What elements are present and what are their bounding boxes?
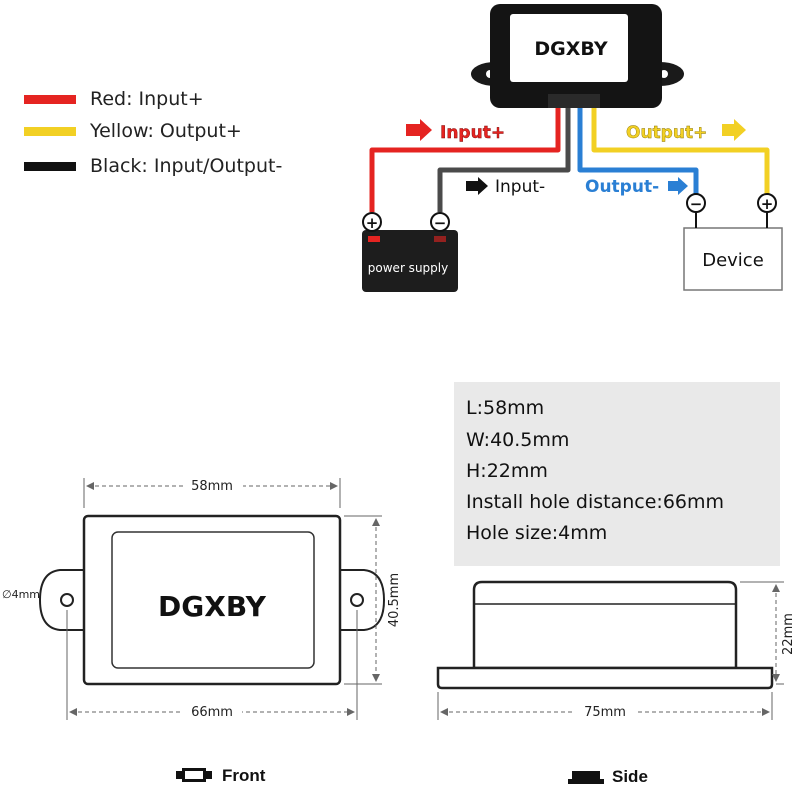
battery-plus-terminal-icon: + [362, 212, 382, 232]
yellow-swatch [24, 126, 76, 136]
wires [369, 108, 770, 212]
spec-hole-distance: Install hole distance:66mm [466, 491, 725, 513]
side-view-icon [568, 771, 604, 784]
output-plus-label: Output+ [626, 123, 707, 143]
side-view-label: Side [612, 767, 648, 786]
front-distance-dim: 66mm [191, 705, 233, 720]
right-mount-hole [350, 593, 364, 607]
spec-hole-size: Hole size:4mm [466, 522, 608, 544]
spec-panel [454, 382, 780, 566]
device-plus-terminal-icon: + [757, 193, 777, 213]
side-view-drawing: 22mm 75mm [436, 580, 796, 720]
spec-height: H:22mm [466, 460, 548, 482]
legend-label-black: Black: Input/Output- [90, 155, 283, 177]
input-minus-arrow-icon [466, 177, 488, 195]
legend-label-red: Red: Input+ [90, 88, 204, 110]
front-view-drawing: 58mm DGXBY ∅4mm 40.5mm 66mm [2, 476, 402, 720]
battery-minus-terminal-icon: − [430, 212, 450, 232]
legend-item-yellow: Yellow: Output+ [24, 119, 242, 143]
spec-length: L:58mm [466, 397, 545, 419]
blue-output-minus-wire [577, 108, 699, 194]
left-mount-hole [60, 593, 74, 607]
svg-text:−: − [690, 195, 703, 213]
red-swatch [24, 94, 76, 104]
output-plus-arrow-icon [722, 119, 746, 141]
device: Device [683, 227, 783, 291]
power-supply-label: power supply [368, 261, 448, 275]
front-hole-dim: ∅4mm [2, 588, 40, 601]
front-view-label: Front [222, 766, 266, 785]
output-minus-arrow-icon [668, 177, 688, 195]
device-label: Device [702, 250, 764, 271]
legend-item-red: Red: Input+ [24, 87, 204, 111]
red-input-plus-wire [369, 108, 561, 212]
yellow-output-plus-wire [591, 108, 770, 194]
device-minus-terminal-icon: − [686, 193, 706, 213]
svg-text:−: − [434, 214, 447, 232]
front-height-dim: 40.5mm [387, 573, 402, 627]
input-plus-label: Input+ [440, 123, 505, 143]
svg-text:+: + [366, 214, 379, 232]
side-height-dim: 22mm [781, 613, 796, 655]
legend-item-black: Black: Input/Output- [24, 154, 282, 178]
module-brand-label: DGXBY [534, 38, 607, 60]
front-brand-label: DGXBY [158, 590, 267, 623]
input-plus-arrow-icon [406, 119, 432, 141]
svg-text:+: + [761, 195, 774, 213]
wiring-diagram: DGXBY Input+ Input- Output- Output+ powe… [362, 4, 783, 292]
output-minus-label: Output- [585, 177, 659, 197]
input-minus-label: Input- [495, 177, 545, 197]
front-width-dim: 58mm [191, 479, 233, 494]
side-length-dim: 75mm [584, 705, 626, 720]
spec-width: W:40.5mm [466, 429, 570, 451]
black-input-minus-wire [437, 108, 571, 212]
power-supply: power supply [362, 230, 458, 292]
black-swatch [24, 161, 76, 171]
converter-module: DGXBY [471, 4, 684, 108]
legend-label-yellow: Yellow: Output+ [90, 120, 242, 142]
front-view-icon [176, 768, 212, 782]
